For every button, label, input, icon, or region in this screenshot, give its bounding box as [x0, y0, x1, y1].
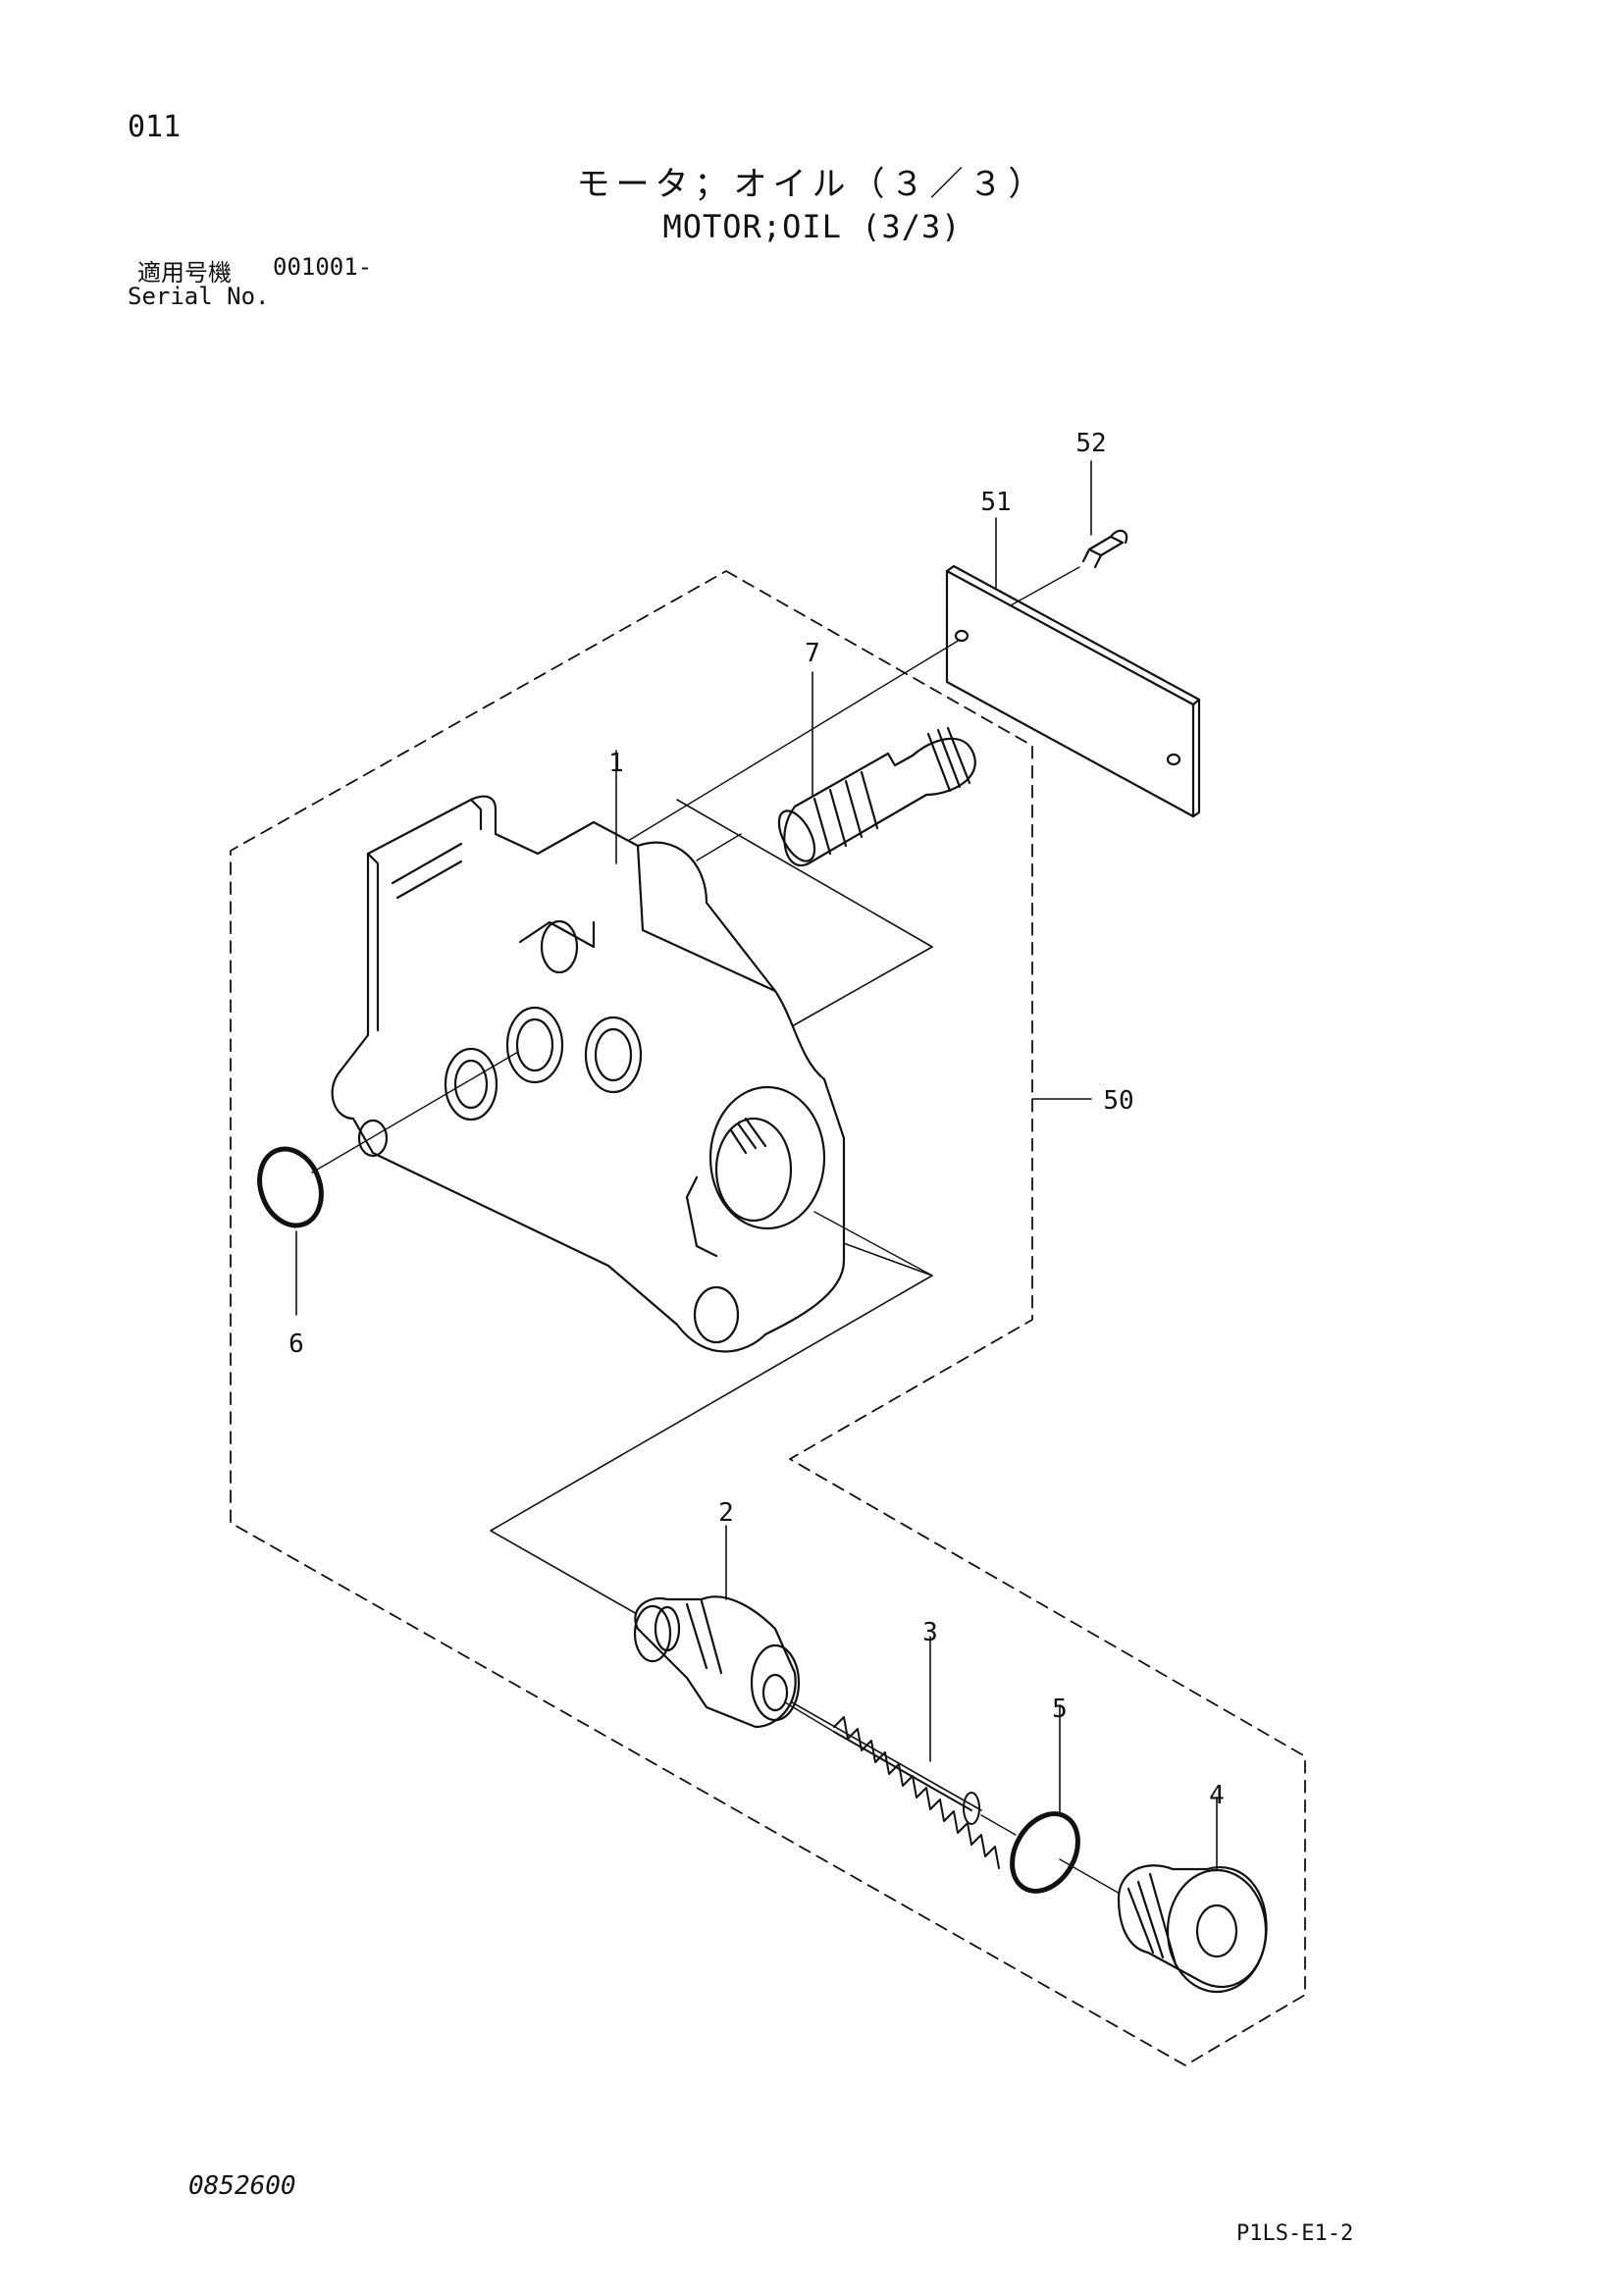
callout-52: 52: [1075, 429, 1106, 458]
drawing-number: 0852600: [188, 2171, 296, 2201]
callout-2: 2: [718, 1498, 734, 1528]
spring: [833, 1716, 1000, 1869]
page-reference-code: P1LS-E1-2: [1236, 2221, 1354, 2246]
page-title-japanese: モータ；オイル（３／３）: [576, 165, 1048, 204]
plate-screw: [1081, 529, 1128, 569]
o-ring-small: [1010, 1811, 1080, 1894]
serial-number-value: 001001-: [273, 253, 373, 281]
leader-lines: [295, 460, 1218, 1870]
callout-51: 51: [980, 488, 1011, 517]
page-number: 011: [128, 110, 182, 144]
page-title-english: MOTOR;OIL (3/3): [662, 208, 962, 245]
valve-housing: [331, 795, 846, 1353]
callout-1: 1: [608, 749, 624, 778]
callout-3: 3: [922, 1618, 938, 1647]
plug: [1117, 1864, 1268, 1994]
callout-7: 7: [805, 639, 820, 668]
callout-4: 4: [1209, 1781, 1225, 1810]
callout-50: 50: [1103, 1086, 1133, 1116]
serial-label-japanese: 適用号機: [137, 259, 232, 287]
callout-5: 5: [1052, 1695, 1068, 1724]
name-plate: [945, 564, 1201, 818]
serial-label-english: Serial No.: [128, 283, 270, 310]
assembly-boundary-dashed: [230, 570, 1306, 2066]
shaft-pin: [777, 726, 976, 867]
spool: [633, 1595, 801, 1729]
o-ring-large: [257, 1146, 324, 1228]
callout-6: 6: [288, 1330, 304, 1359]
